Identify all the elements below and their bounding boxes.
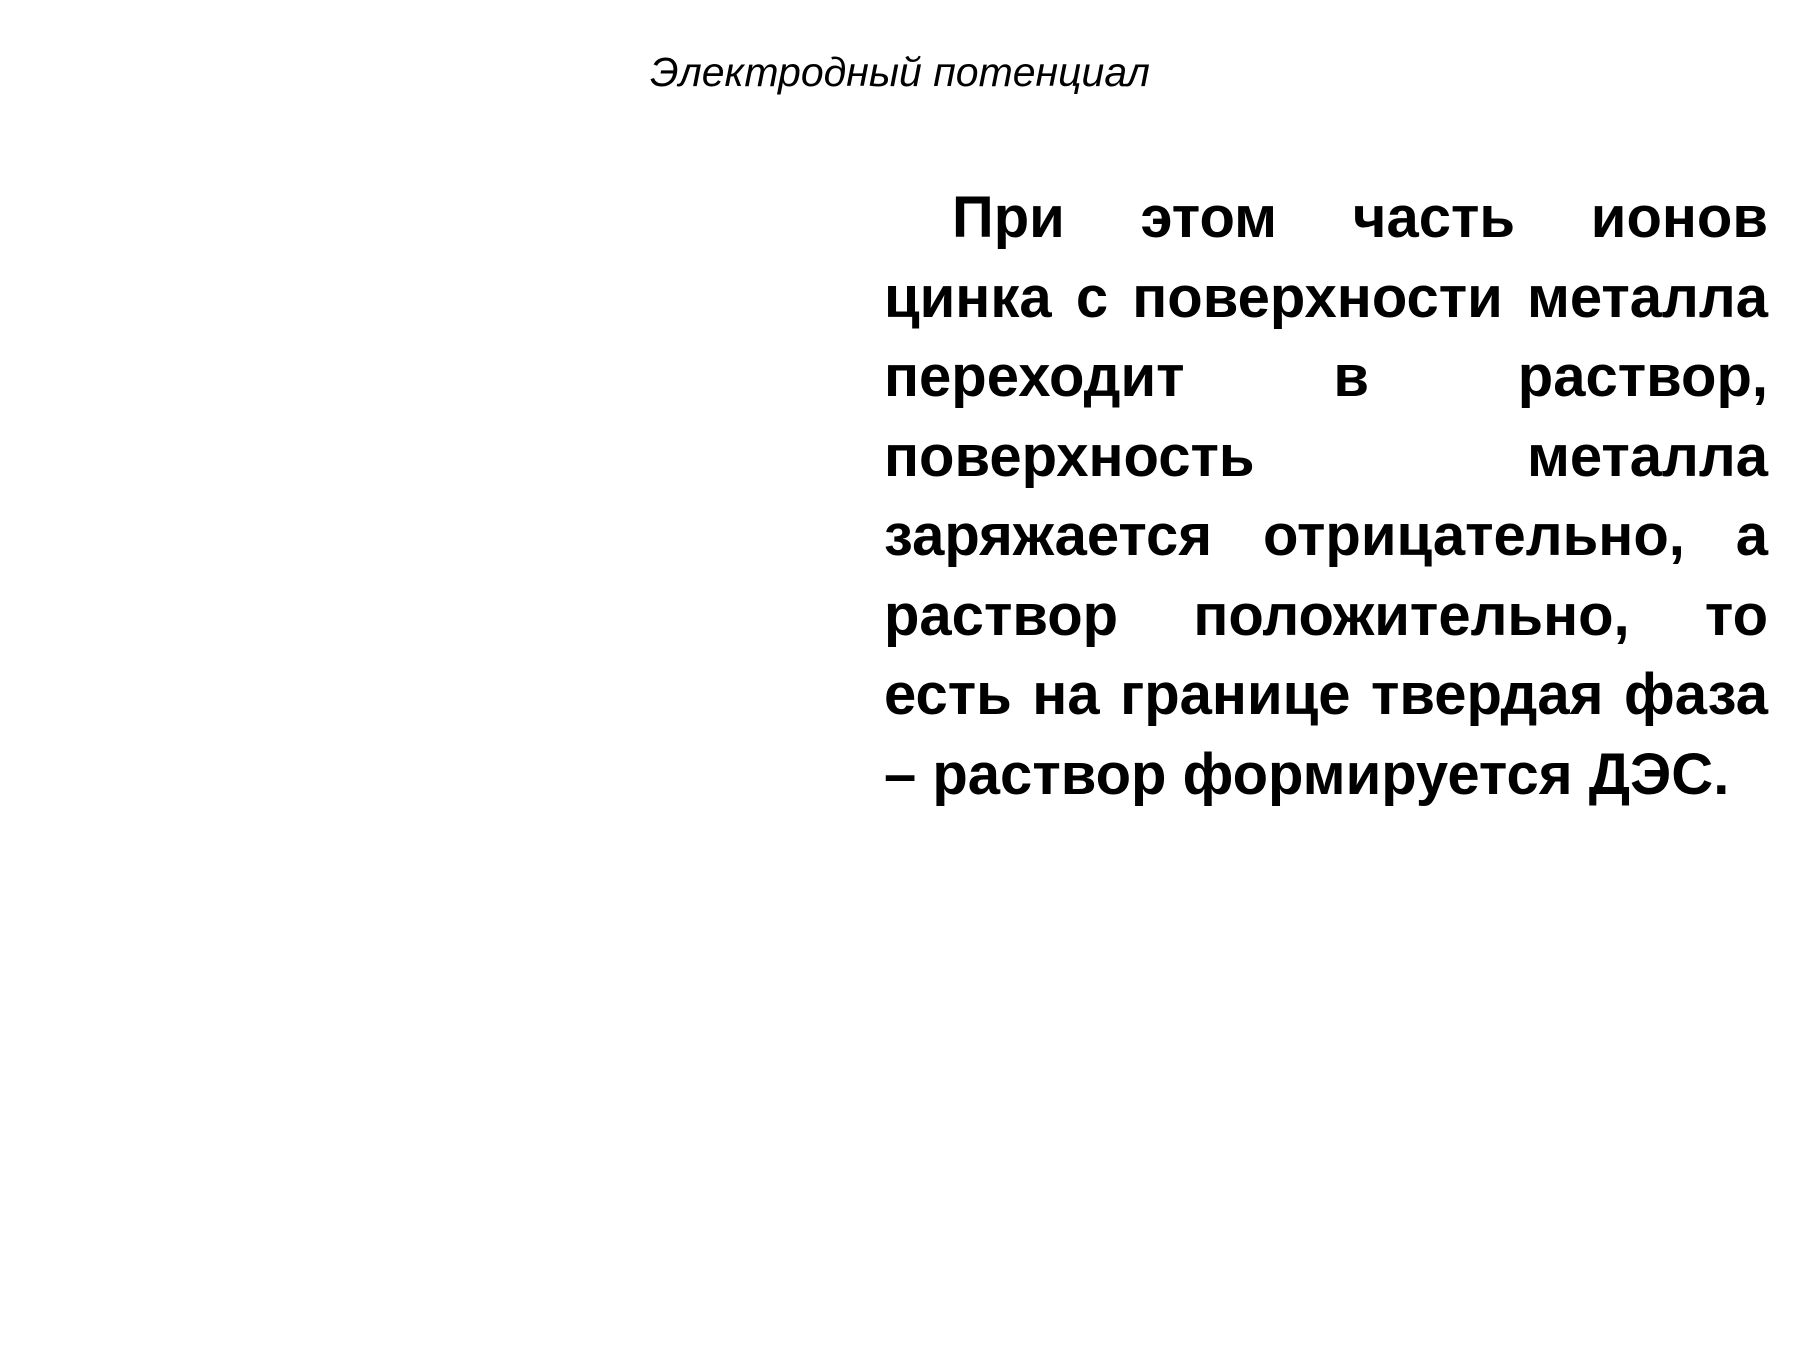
slide-title: Электродный потенциал [650,49,1150,95]
slide-body-paragraph: При этом часть ионов цинка с поверхности… [884,185,1768,807]
